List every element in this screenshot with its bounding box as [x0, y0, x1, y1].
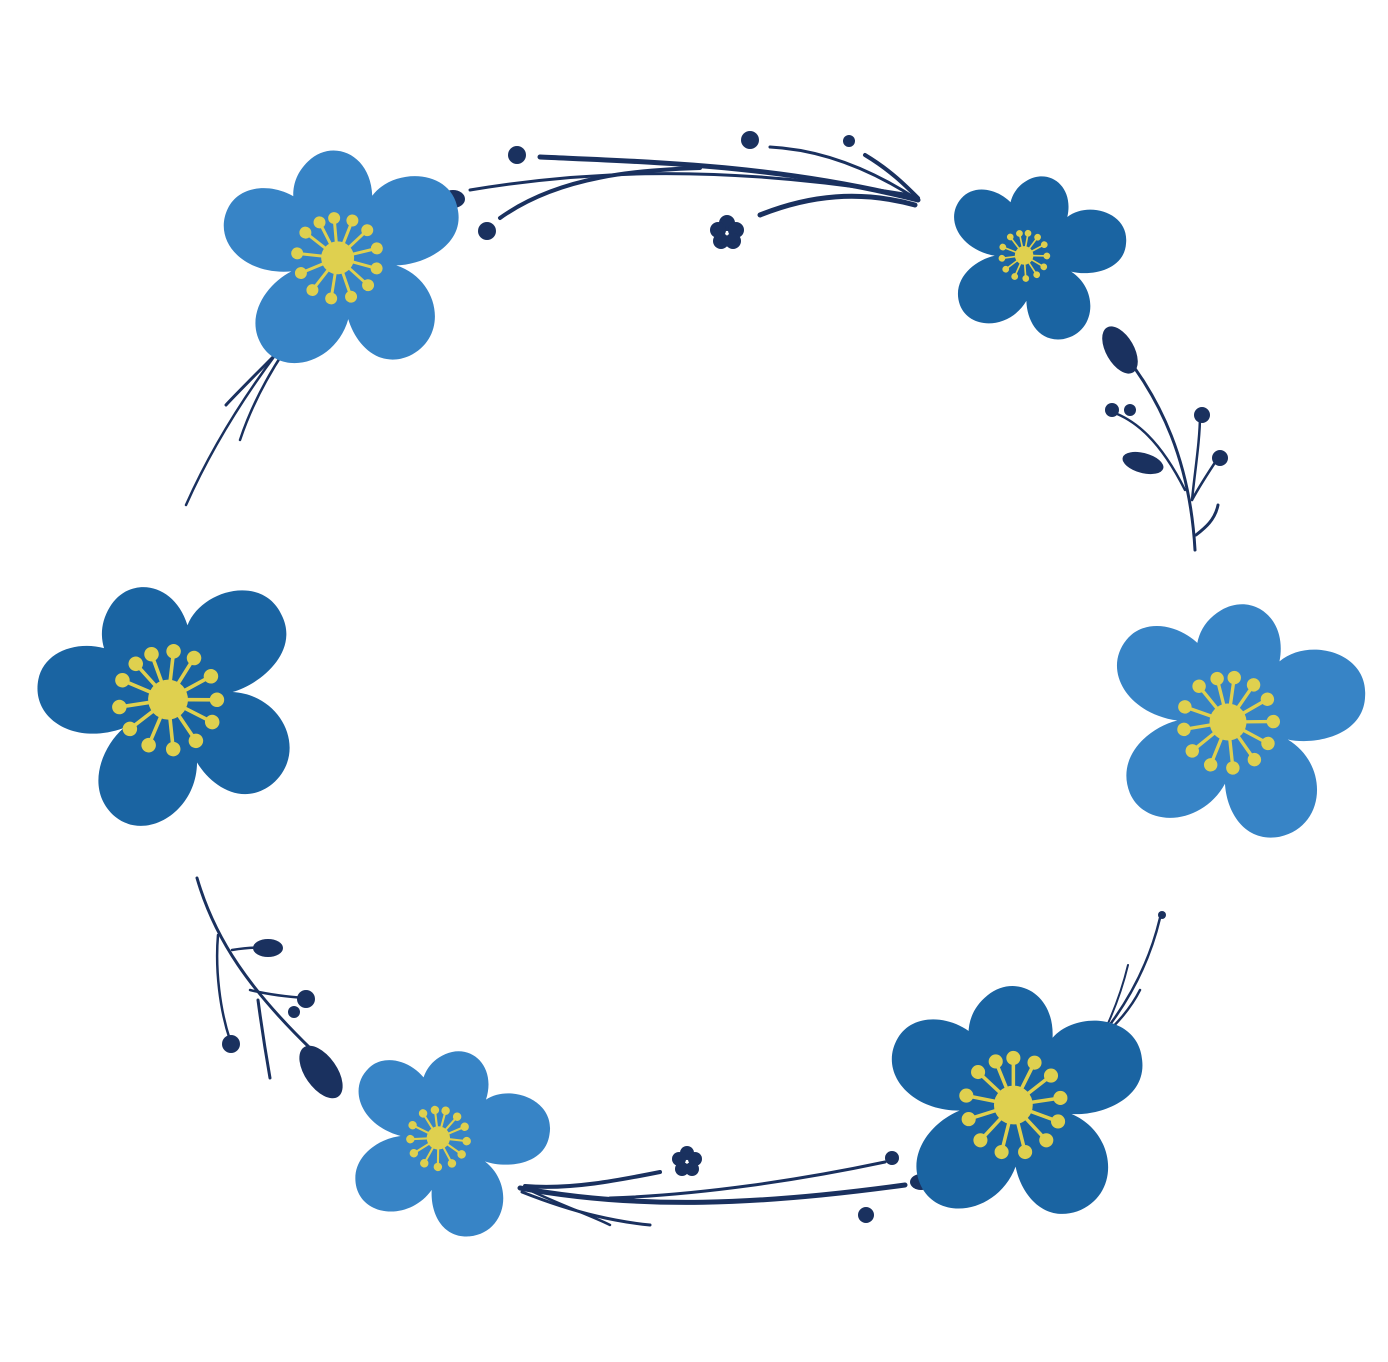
grass-lower-right-3	[1104, 964, 1129, 1031]
stem-top-6	[863, 153, 920, 200]
flower-top-left	[223, 150, 459, 364]
stem-bottom	[517, 1182, 908, 1205]
stem-bottom-5	[523, 1186, 612, 1227]
berry	[288, 1006, 300, 1018]
sprig-lower-left-branch-4	[256, 998, 272, 1080]
stem-top-2	[468, 172, 912, 197]
stem-top-4	[757, 193, 918, 218]
berry	[1194, 407, 1210, 423]
flower-bottom-right	[891, 986, 1143, 1214]
sprig-right-stem	[1123, 353, 1197, 552]
flower-top-right	[954, 176, 1127, 340]
stem-bottom-3	[523, 1170, 662, 1189]
berry	[843, 135, 855, 147]
flower-right	[1116, 604, 1366, 838]
bud	[253, 939, 283, 957]
stem-top-3	[498, 166, 702, 220]
berry	[297, 990, 315, 1008]
berry	[508, 146, 526, 164]
sprig-lower-left-branch-1	[215, 933, 232, 1042]
small-blossom-bottom	[672, 1146, 702, 1176]
flower-left	[37, 587, 290, 826]
sprig-lower-left-stem	[195, 876, 314, 1052]
bud	[299, 1045, 343, 1099]
bud	[1102, 326, 1138, 374]
flower-bottom-left	[355, 1051, 550, 1237]
berry	[1212, 450, 1228, 466]
sprig-right-branch-1	[1110, 410, 1187, 492]
stem-bottom-2	[520, 1190, 652, 1227]
petals	[355, 1051, 550, 1237]
berry	[478, 222, 496, 240]
berry	[1158, 911, 1166, 919]
stem-bottom-4	[608, 1160, 887, 1200]
sprig-right-branch-4	[1194, 503, 1220, 537]
berry	[222, 1035, 240, 1053]
stem-top-5	[768, 145, 920, 202]
small-blossom-top	[710, 215, 744, 249]
berry	[741, 131, 759, 149]
petals	[954, 176, 1127, 340]
bud	[1122, 451, 1164, 475]
berry	[1124, 404, 1136, 416]
berry	[858, 1207, 874, 1223]
berry	[1105, 403, 1119, 417]
berry	[885, 1151, 899, 1165]
